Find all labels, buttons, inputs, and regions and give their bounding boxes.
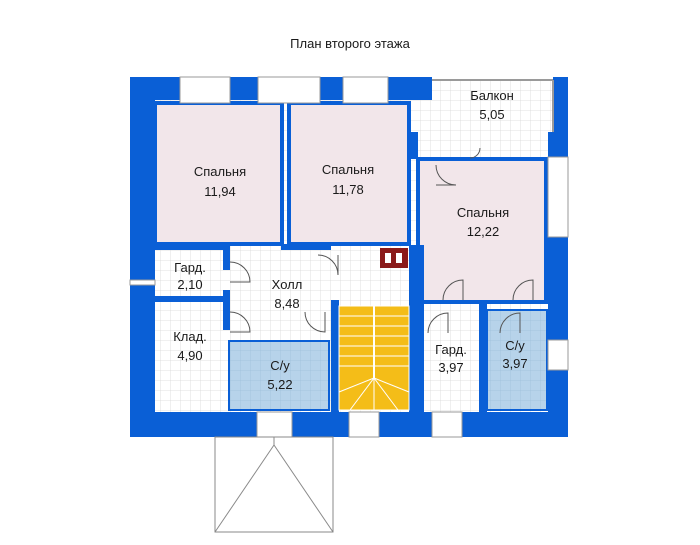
wardrobe-1-name: Гард. — [174, 260, 206, 275]
bedroom-3-area: 12,22 — [467, 224, 500, 239]
hall-name: Холл — [272, 277, 303, 292]
stove-icon — [380, 248, 408, 268]
balcony-area — [432, 79, 554, 132]
door-swings — [229, 147, 534, 334]
storage-name: Клад. — [173, 329, 207, 344]
bathroom-2-area: 3,97 — [502, 356, 527, 371]
hall-area: 8,48 — [274, 296, 299, 311]
bedroom-3-floor — [416, 157, 548, 304]
bathroom-2-floor — [486, 309, 548, 411]
page-title: План второго этажа — [290, 36, 410, 51]
bedroom-2-name: Спальня — [322, 162, 374, 177]
bedroom-1-name: Спальня — [194, 164, 246, 179]
bedroom-1-area: 11,94 — [204, 184, 236, 199]
wardrobe-2-floor — [426, 310, 478, 410]
storage-area: 4,90 — [177, 348, 202, 363]
room-labels: Спальня 11,94 Спальня 11,78 Балкон 5,05 … — [173, 88, 527, 392]
bedroom-2-floor — [287, 101, 411, 246]
bedroom-2-area: 11,78 — [332, 182, 364, 197]
balcony-area: 5,05 — [479, 107, 504, 122]
wardrobe-2-name: Гард. — [435, 342, 467, 357]
entrance-porch — [214, 436, 334, 533]
staircase — [338, 305, 410, 411]
bathroom-1-area: 5,22 — [267, 377, 292, 392]
partition-walls — [130, 132, 487, 412]
balcony-name: Балкон — [470, 88, 514, 103]
wardrobe-1-area: 2,10 — [177, 277, 202, 292]
wardrobe-2-area: 3,97 — [438, 360, 463, 375]
storage-floor — [158, 305, 221, 410]
wardrobe-1-floor — [158, 254, 221, 296]
bathroom-1-floor — [228, 340, 330, 411]
bathroom-1-name: С/у — [270, 358, 290, 373]
bathroom-2-name: С/у — [505, 338, 525, 353]
bedroom-3-name: Спальня — [457, 205, 509, 220]
windows — [129, 76, 569, 438]
